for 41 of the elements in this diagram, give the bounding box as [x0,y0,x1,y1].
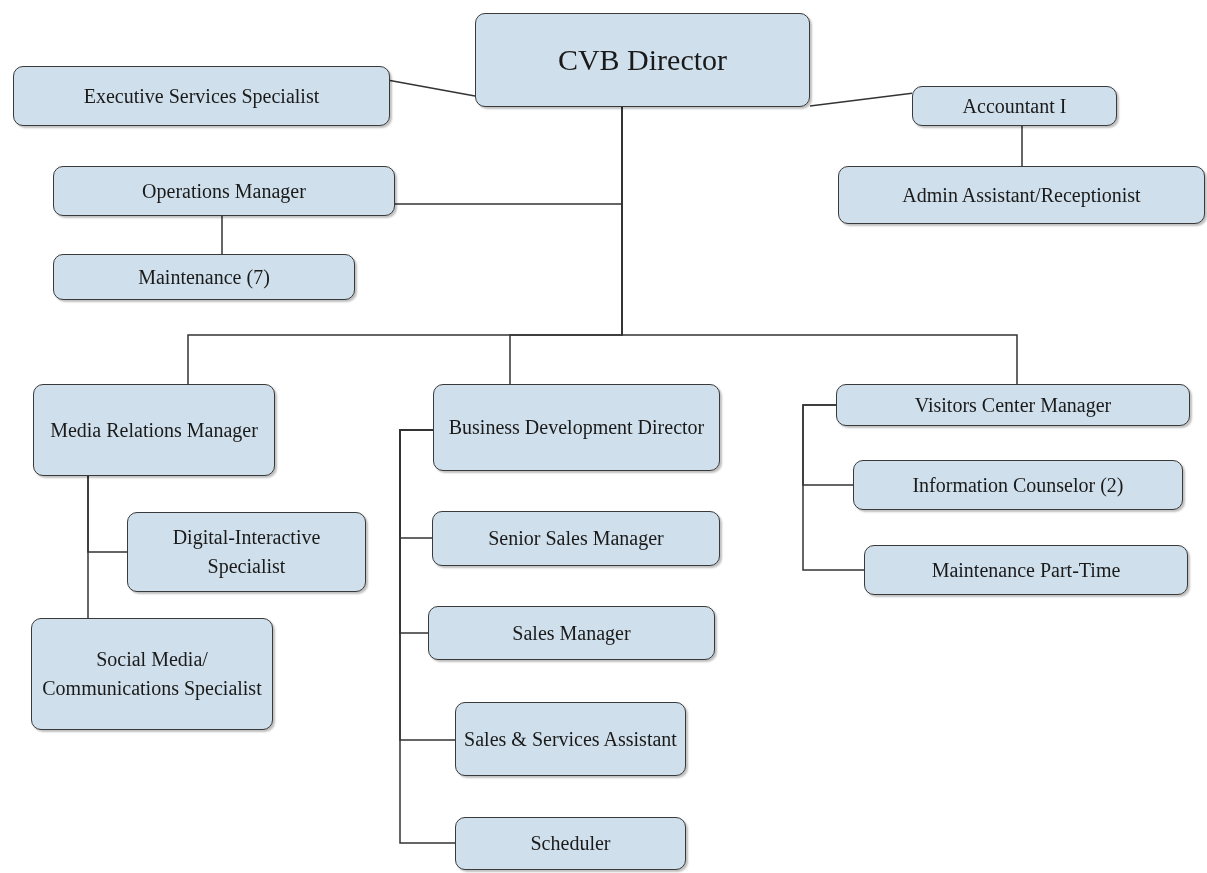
role-title: Senior Sales Manager [488,526,664,552]
connector-line [221,215,223,255]
role-title: Visitors Center Manager [914,392,1112,419]
role-box [432,511,720,566]
connector-line [389,79,476,97]
role-box [53,254,355,300]
role-title: Media Relations Manager [50,417,258,444]
role-box [475,13,810,107]
role-title: Operations Manager [142,178,306,205]
role-title: Accountant I [962,93,1067,119]
role-box [428,606,715,660]
role-box [433,384,720,471]
role-box [912,86,1117,126]
role-box [13,66,390,126]
role-box [455,817,686,870]
role-box [455,702,686,776]
role-box [53,166,395,216]
connector-line [809,92,913,107]
role-title: Sales Manager [512,620,631,647]
role-box [836,384,1190,426]
role-box [838,166,1205,224]
role-title: Maintenance Part-Time [931,557,1121,583]
role-title: Scheduler [530,831,611,856]
role-title: Digital-Interactive Specialist [171,525,322,580]
role-box [127,512,366,592]
connector-line [87,475,89,619]
role-title: Executive Services Specialist [83,83,320,110]
role-title: Information Counselor (2) [912,472,1124,499]
role-title: Maintenance (7) [138,264,270,291]
role-title: Sales & Services Assistant [464,726,677,752]
role-title: Social Media/ Communications Specialist [41,647,263,702]
role-title: Admin Assistant/Receptionist [902,182,1141,209]
role-box [853,460,1183,510]
connector-line [399,429,456,844]
connector-line [1021,125,1023,167]
role-title: Business Development Director [448,415,705,441]
role-title: CVB Director [557,42,728,79]
role-box [864,545,1188,595]
role-box [33,384,275,476]
connector-line [802,404,865,571]
role-box [31,618,273,730]
